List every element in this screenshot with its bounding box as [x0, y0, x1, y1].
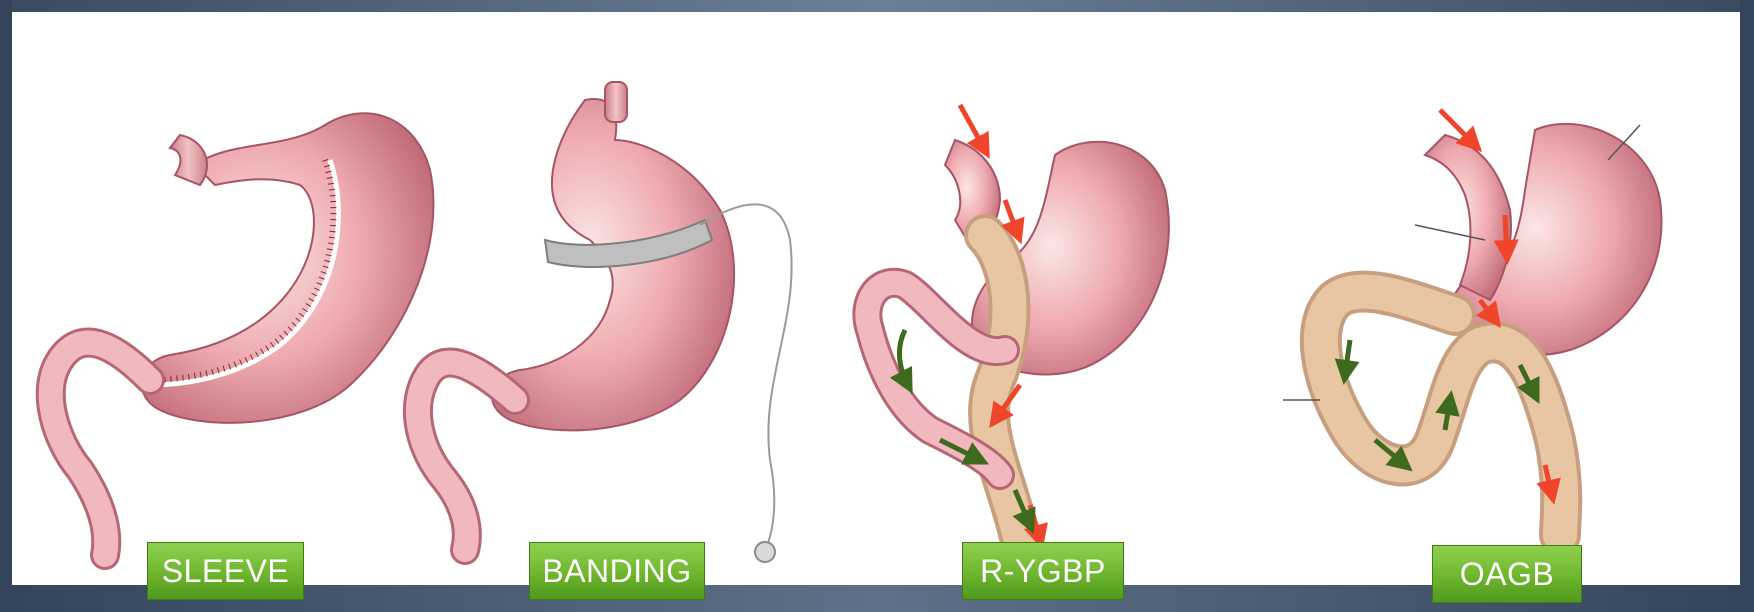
green-arrow	[1345, 340, 1350, 375]
red-arrow	[1505, 215, 1507, 255]
sleeve-label: SLEEVE	[147, 542, 304, 600]
sleeve-duodenum	[51, 343, 150, 555]
banding-label: BANDING	[529, 542, 705, 600]
access-port	[755, 542, 775, 562]
banding-duodenum	[418, 363, 515, 550]
rygbp-illustration	[867, 105, 1169, 560]
sleeve-illustration	[51, 113, 434, 555]
banding-esophagus	[605, 82, 627, 122]
rygbp-label: R-YGBP	[962, 542, 1124, 600]
oagb-illustration	[1283, 110, 1662, 535]
sleeve-esophagus	[170, 135, 207, 185]
banding-illustration	[418, 82, 792, 562]
oagb-gastric-pouch	[1425, 135, 1511, 300]
oagb-label: OAGB	[1432, 545, 1582, 603]
